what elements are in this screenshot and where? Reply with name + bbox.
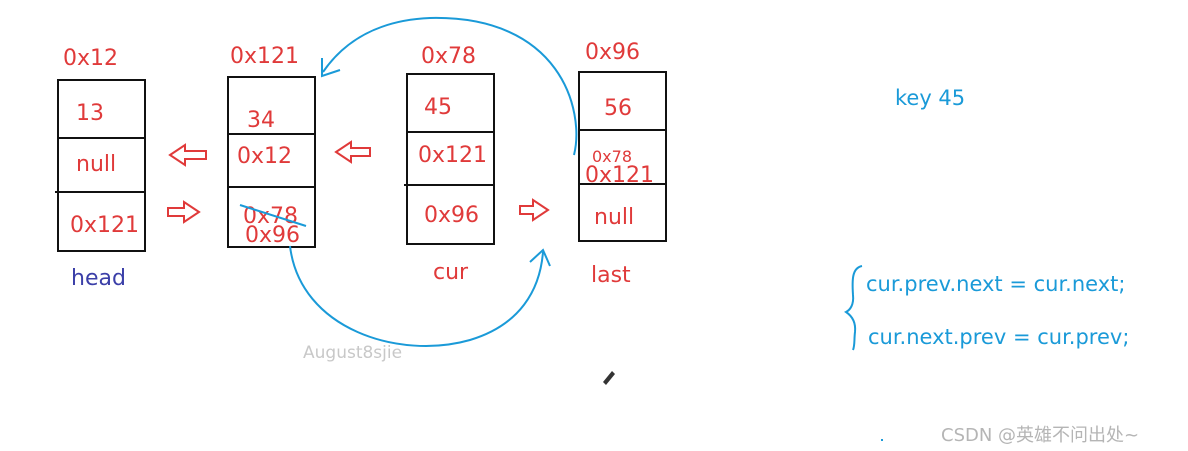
hollow-arrow-right-icon [519,198,550,222]
hollow-arrow-left-icon [334,140,371,164]
arrowhead-icon [529,248,551,267]
cur-node: 45 0x121 0x96 [404,73,495,245]
node2-prev: 0x12 [237,144,293,169]
cur-prev: 0x121 [418,143,488,168]
last-next: null [594,205,635,230]
node2-address: 0x121 [230,44,300,69]
arrowhead-icon [321,58,341,78]
next-link-curve [289,245,544,347]
pen-cursor-icon [603,371,615,385]
head-label: head [71,266,126,291]
hollow-arrow-left-icon [168,143,207,167]
node2-divider-2 [229,186,314,188]
prev-link-curve [322,16,578,156]
node2-divider-1 [229,133,314,135]
head-divider-2 [55,191,146,193]
cur-val: 45 [424,95,452,120]
node2-next: 0x96 [245,223,301,248]
head-next: 0x121 [70,213,140,238]
cur-next: 0x96 [424,203,480,228]
code-line-1: cur.prev.next = cur.next; [866,272,1126,296]
code-line-2: cur.next.prev = cur.prev; [868,325,1130,349]
cur-divider-1 [408,131,493,133]
hollow-arrow-right-icon [167,200,201,224]
cur-divider-2 [404,184,493,186]
brace-icon [844,265,863,351]
node2: 34 0x12 0x78 0x96 [227,76,316,248]
cur-address: 0x78 [421,44,477,69]
cur-label: cur [433,260,469,285]
last-divider-1 [580,129,665,131]
head-val: 13 [76,101,104,126]
stray-dot [881,439,883,441]
key-text: key 45 [895,86,966,110]
last-address: 0x96 [585,40,641,65]
head-divider-1 [59,137,144,139]
head-node: 13 null 0x121 [55,79,146,252]
last-node: 56 0x78 0x121 null [578,71,667,242]
strike-line [239,204,307,227]
last-divider-2 [578,183,665,185]
last-prev: 0x121 [585,163,655,188]
head-address: 0x12 [63,46,119,71]
last-label: last [591,263,631,288]
node2-val: 34 [247,108,275,133]
footer-credit: CSDN @英雄不问出处~ [941,425,1140,446]
head-prev: null [76,152,117,177]
last-prev-old: 0x78 [592,147,633,166]
last-val: 56 [604,96,632,121]
watermark: August8sjie [303,343,403,363]
